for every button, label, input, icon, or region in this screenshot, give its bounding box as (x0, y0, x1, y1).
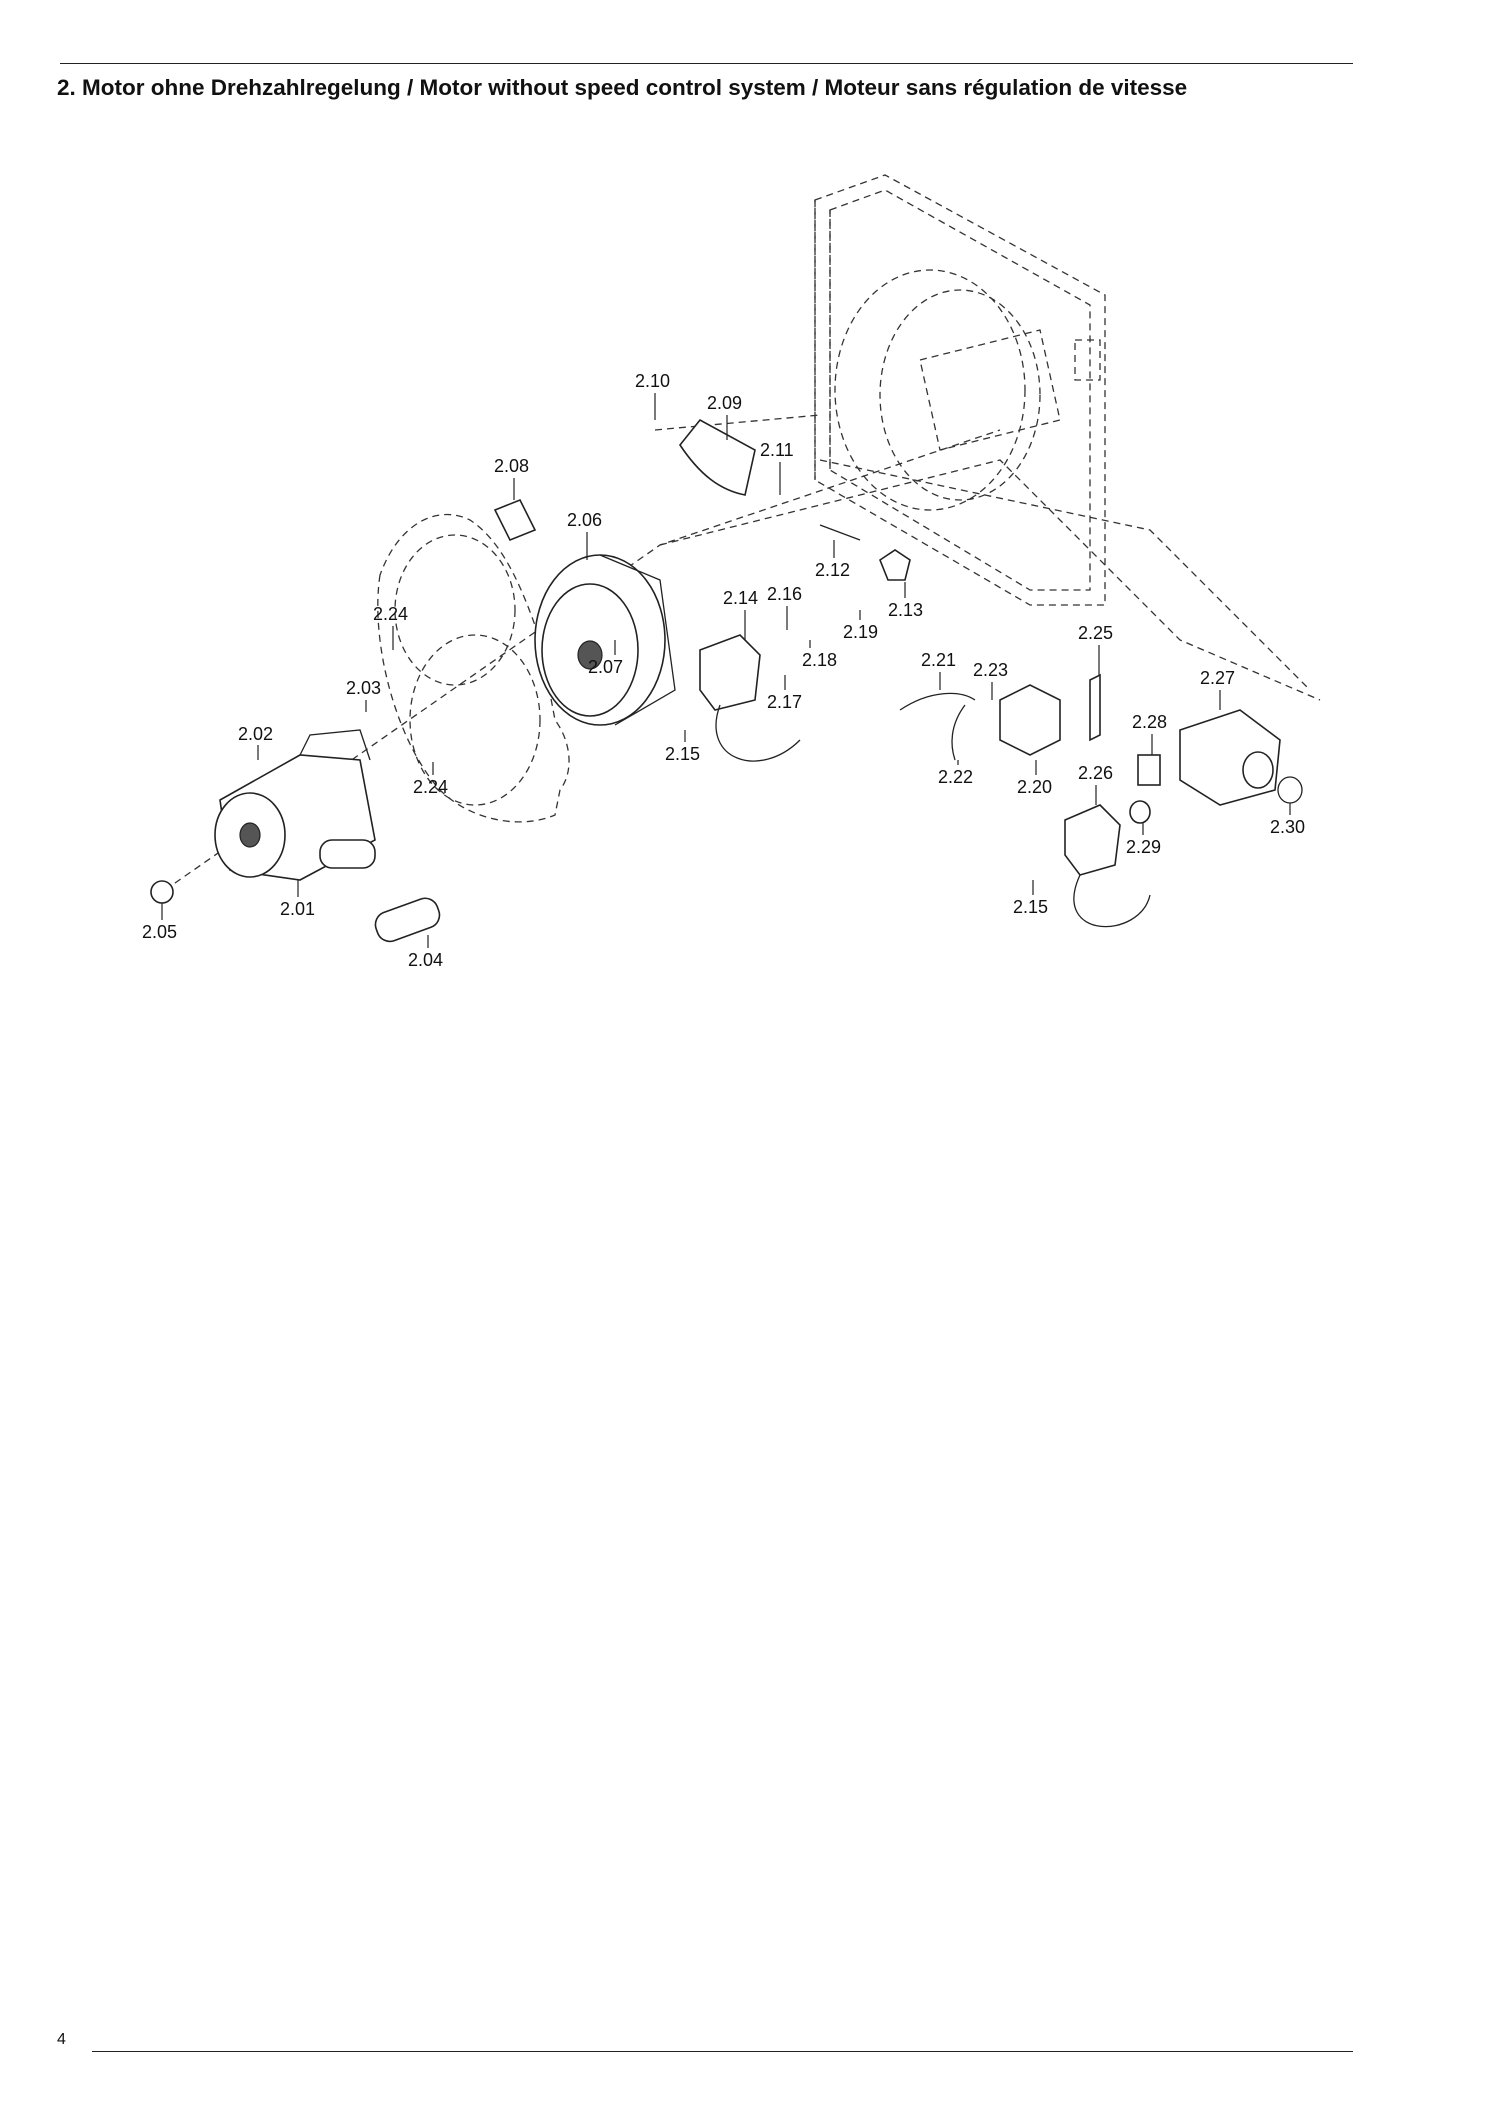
top-rule (60, 63, 1353, 64)
callout-2-05: 2.05 (142, 903, 177, 942)
end-cap (150, 880, 174, 904)
shaft (819, 524, 861, 541)
callout-2-16: 2.16 (767, 584, 802, 630)
callout-label: 2.12 (815, 560, 850, 580)
callout-label: 2.13 (888, 600, 923, 620)
fan-wheel (534, 554, 676, 726)
ignition-unit-2 (1064, 804, 1151, 928)
callout-2-19: 2.19 (843, 610, 878, 642)
motor (214, 729, 376, 881)
callout-label: 2.17 (767, 692, 802, 712)
callout-2-15a: 2.15 (665, 730, 700, 764)
callout-label: 2.26 (1078, 763, 1113, 783)
callout-label: 2.16 (767, 584, 802, 604)
callout-label: 2.08 (494, 456, 529, 476)
hoses (899, 692, 976, 761)
callout-2-26: 2.26 (1078, 763, 1113, 805)
callout-2-21: 2.21 (921, 650, 956, 690)
callout-2-18: 2.18 (802, 640, 837, 670)
callout-2-08: 2.08 (494, 456, 529, 500)
callout-2-12: 2.12 (815, 540, 850, 580)
callout-label: 2.10 (635, 371, 670, 391)
callout-label: 2.15 (665, 744, 700, 764)
section-title: 2. Motor ohne Drehzahlregelung / Motor w… (57, 75, 1188, 100)
callout-label: 2.21 (921, 650, 956, 670)
callout-2-09: 2.09 (707, 393, 742, 440)
ignition-unit (699, 634, 801, 762)
callout-label: 2.20 (1017, 777, 1052, 797)
callout-2-25: 2.25 (1078, 623, 1113, 675)
callout-label: 2.25 (1078, 623, 1113, 643)
callout-2-24b: 2.24 (413, 762, 448, 797)
callout-2-02: 2.02 (238, 724, 273, 760)
mounting-bracket (1089, 673, 1101, 742)
callout-2-07: 2.07 (588, 640, 623, 677)
bracket (493, 498, 537, 542)
callout-label: 2.19 (843, 622, 878, 642)
burner-control-unit (999, 684, 1061, 756)
callout-2-14: 2.14 (723, 588, 758, 640)
callout-2-28: 2.28 (1132, 712, 1167, 755)
callout-label: 2.01 (280, 899, 315, 919)
callout-label: 2.23 (973, 660, 1008, 680)
page-number: 4 (57, 2031, 66, 2048)
callout-2-24a: 2.24 (373, 604, 408, 650)
assembly-axis-lines (164, 414, 1321, 891)
callout-2-17: 2.17 (767, 675, 802, 712)
callout-label: 2.02 (238, 724, 273, 744)
callout-label: 2.22 (938, 767, 973, 787)
callout-label: 2.11 (760, 440, 794, 460)
callout-label: 2.09 (707, 393, 742, 413)
callout-label: 2.24 (373, 604, 408, 624)
callout-label: 2.06 (567, 510, 602, 530)
callout-label: 2.29 (1126, 837, 1161, 857)
callout-2-03: 2.03 (346, 678, 381, 712)
callout-2-04: 2.04 (408, 935, 443, 970)
o-ring-seal (1277, 776, 1303, 804)
callout-label: 2.30 (1270, 817, 1305, 837)
callout-2-23: 2.23 (973, 660, 1008, 700)
solenoid-coil (1129, 800, 1151, 824)
callout-2-06: 2.06 (567, 510, 602, 560)
callout-2-10: 2.10 (635, 371, 670, 420)
bottom-rule (92, 2051, 1353, 2052)
small-actuator (879, 549, 911, 581)
callout-label: 2.14 (723, 588, 758, 608)
callout-2-27: 2.27 (1200, 668, 1235, 710)
oil-pump (1179, 709, 1281, 806)
capacitor (374, 897, 441, 943)
callout-2-11: 2.11 (760, 440, 794, 495)
callout-2-29: 2.29 (1126, 823, 1161, 857)
callout-label: 2.05 (142, 922, 177, 942)
filter (1137, 754, 1161, 786)
flange-plate (377, 513, 570, 823)
callout-label: 2.03 (346, 678, 381, 698)
callout-2-30: 2.30 (1270, 803, 1305, 837)
callout-2-01: 2.01 (280, 880, 315, 919)
callout-2-13: 2.13 (888, 582, 923, 620)
callout-2-22: 2.22 (938, 760, 973, 787)
callout-2-20: 2.20 (1017, 760, 1052, 797)
callout-2-15b: 2.15 (1013, 880, 1048, 917)
callout-label: 2.04 (408, 950, 443, 970)
burner-housing-outline (814, 174, 1106, 606)
part-callouts: 2.01 2.02 2.03 2.04 2.05 2.06 2.07 2.08 … (142, 371, 1305, 970)
callout-label: 2.15 (1013, 897, 1048, 917)
exploded-parts-diagram: 2.01 2.02 2.03 2.04 2.05 2.06 2.07 2.08 … (142, 174, 1321, 970)
callout-label: 2.27 (1200, 668, 1235, 688)
callout-label: 2.07 (588, 657, 623, 677)
callout-label: 2.28 (1132, 712, 1167, 732)
callout-label: 2.24 (413, 777, 448, 797)
callout-label: 2.18 (802, 650, 837, 670)
air-damper (679, 418, 756, 496)
